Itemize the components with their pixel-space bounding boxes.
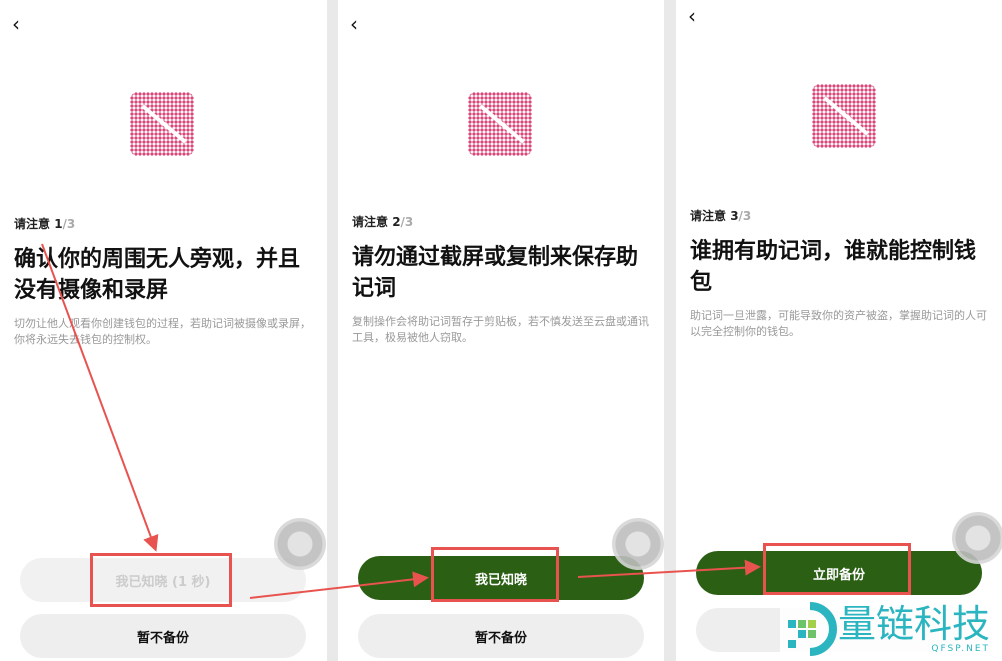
skip-backup-button[interactable]: 暂不备份 bbox=[358, 614, 644, 658]
back-icon[interactable]: ‹ bbox=[350, 12, 358, 36]
camera-off-icon bbox=[130, 92, 194, 156]
screen-2: ‹ 请注意 2/3 请勿通过截屏或复制来保存助记词 复制操作会将助记词暂存于剪贴… bbox=[338, 0, 664, 661]
description: 助记词一旦泄露，可能导致你的资产被盗，掌握助记词的人可以完全控制你的钱包。 bbox=[690, 309, 987, 338]
back-icon[interactable]: ‹ bbox=[688, 4, 696, 28]
watermark-domain: QFSP.NET bbox=[931, 644, 991, 654]
watermark-name: 量链科技 bbox=[838, 602, 991, 646]
floating-assist-button[interactable] bbox=[274, 518, 326, 570]
screen-1: ‹ 请注意 1/3 确认你的周围无人旁观，并且没有摄像和录屏 切勿让他人观看你创… bbox=[0, 0, 327, 661]
description: 切勿让他人观看你创建钱包的过程，若助记词被摄像或录屏，你将永远失去钱包的控制权。 bbox=[14, 317, 311, 346]
page-title: 请勿通过截屏或复制来保存助记词 bbox=[352, 245, 639, 301]
floating-assist-button[interactable] bbox=[952, 512, 1002, 564]
step-indicator: 请注意 2/3 bbox=[352, 215, 414, 229]
annotation-box bbox=[431, 547, 559, 602]
step-indicator: 请注意 1/3 bbox=[14, 217, 76, 231]
description: 复制操作会将助记词暂存于剪贴板，若不慎发送至云盘或通讯工具，极易被他人窃取。 bbox=[352, 315, 649, 344]
chess-knight-off-icon bbox=[812, 84, 876, 148]
logo-mark bbox=[788, 602, 837, 656]
annotation-box bbox=[763, 543, 911, 595]
back-icon[interactable]: ‹ bbox=[12, 12, 20, 36]
annotation-box bbox=[90, 553, 232, 607]
step-indicator: 请注意 3/3 bbox=[690, 209, 752, 223]
page-title: 确认你的周围无人旁观，并且没有摄像和录屏 bbox=[14, 247, 301, 303]
copy-off-icon bbox=[468, 92, 532, 156]
skip-backup-button[interactable]: 暂不备份 bbox=[20, 614, 306, 658]
floating-assist-button[interactable] bbox=[612, 518, 664, 570]
watermark-logo: 量链科技 QFSP.NET bbox=[780, 600, 991, 658]
page-title: 谁拥有助记词，谁就能控制钱包 bbox=[690, 239, 977, 295]
